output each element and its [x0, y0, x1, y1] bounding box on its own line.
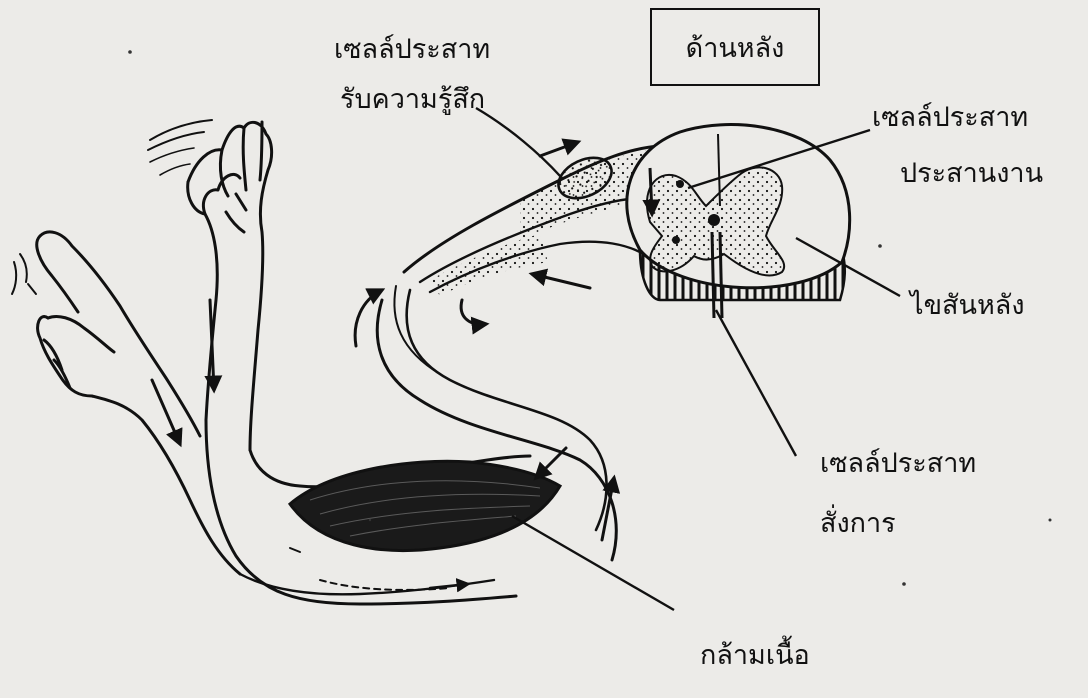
muscle [290, 461, 560, 550]
sensory-neuron-label-line1: เซลล์ประสาท [334, 34, 490, 66]
motor-neuron-label-line2: สั่งการ [820, 508, 896, 540]
spinal-cord-label: ไขสันหลัง [910, 290, 1025, 322]
raised-hand [188, 122, 272, 450]
sensory-leader [476, 108, 560, 176]
interneuron-label-line2: ประสานงาน [900, 158, 1043, 190]
sensory-neuron-label-line2: รับความรู้สึก [340, 84, 485, 116]
interneuron-label-line1: เซลล์ประสาท [872, 102, 1028, 134]
motor-leader [716, 310, 796, 456]
spinal-cord [627, 125, 850, 318]
muscle-label: กล้ามเนื้อ [700, 640, 810, 672]
motor-neuron-label-line1: เซลล์ประสาท [820, 448, 976, 480]
back-side-label: ด้านหลัง [686, 26, 785, 69]
muscle-leader [512, 516, 674, 610]
back-side-label-box: ด้านหลัง [650, 8, 820, 86]
